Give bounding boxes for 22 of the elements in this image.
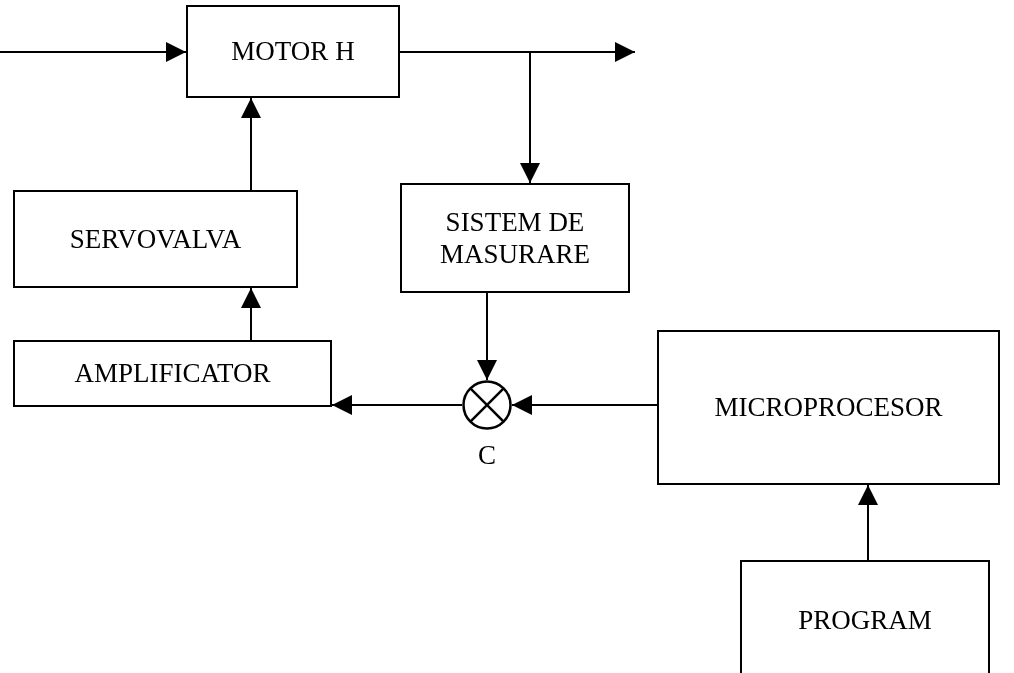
arrow [241,287,261,341]
arrow [511,395,658,415]
arrow [331,395,463,415]
block-label: MOTOR H [231,35,355,68]
arrow [241,97,261,191]
process-box [13,190,298,288]
block-label: SISTEM DE MASURARE [439,205,591,271]
process-box [186,5,400,98]
block-label: PROGRAM [798,603,932,637]
arrow [399,51,540,184]
block-label: AMPLIFICATOR [74,357,271,390]
process-box [13,340,332,407]
process-box [400,183,630,293]
process-box [740,560,990,673]
arrow [858,484,878,561]
arrow [477,292,497,381]
summing-junction [462,380,512,430]
junction-label: C [478,440,496,471]
block-label: SERVOVALVA [69,222,242,256]
arrow [0,42,187,62]
process-box [657,330,1000,485]
block-label: MICROPROCESOR [714,391,943,424]
